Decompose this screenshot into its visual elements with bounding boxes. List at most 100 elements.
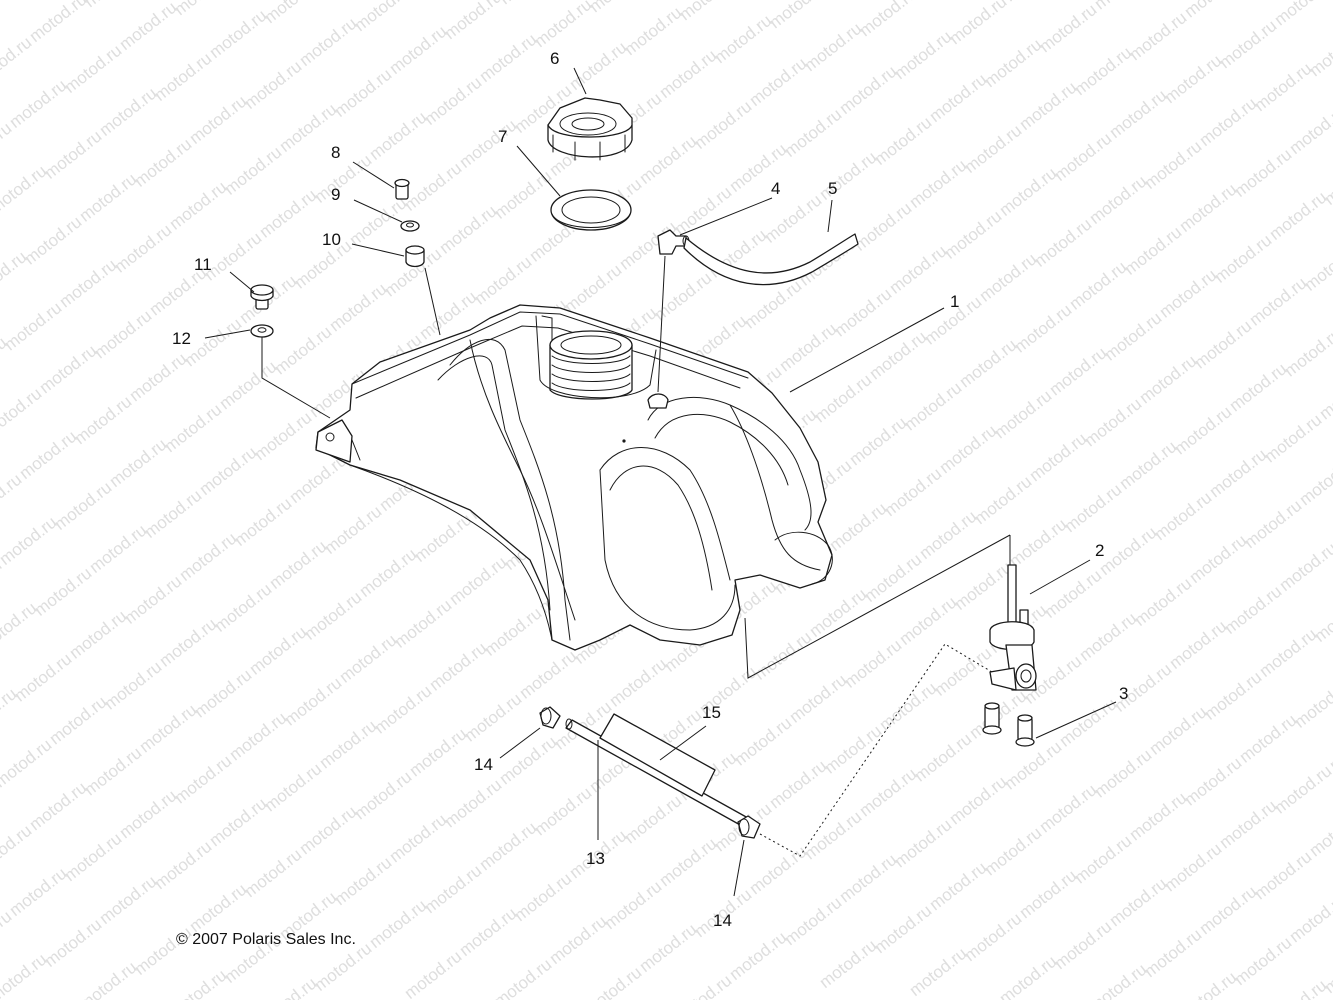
washer-12 <box>250 324 274 338</box>
watermark-text: motod.ru <box>1316 367 1333 423</box>
watermark-text: motod.ru <box>811 370 876 426</box>
watermark-text: motod.ru <box>61 829 126 885</box>
screw-3b <box>1015 714 1035 747</box>
watermark-text: motod.ru <box>261 759 326 815</box>
callout-2: 2 <box>1095 541 1104 560</box>
watermark-text: motod.ru <box>1141 137 1206 193</box>
watermark-text: motod.ru <box>131 134 196 190</box>
watermark-text: motod.ru <box>421 861 486 917</box>
watermark-text: motod.ru <box>976 249 1041 305</box>
watermark-text: motod.ru <box>1081 394 1146 450</box>
watermark-text: motod.ru <box>1096 523 1161 579</box>
watermark-text: motod.ru <box>166 966 231 1000</box>
watermark-text: motod.ru <box>81 0 146 11</box>
clamp-14a <box>539 706 561 729</box>
watermark-text: motod.ru <box>636 920 701 976</box>
watermark-text: motod.ru <box>1171 402 1236 458</box>
watermark-text: motod.ru <box>1221 582 1286 638</box>
watermark-text: motod.ru <box>476 818 541 874</box>
watermark-text: motod.ru <box>1216 796 1281 852</box>
watermark-text: motod.ru <box>1286 102 1333 158</box>
watermark-text: motod.ru <box>36 341 101 397</box>
watermark-text: motod.ru <box>211 579 276 635</box>
watermark-text: motod.ru <box>1066 257 1131 313</box>
watermark-text: motod.ru <box>1241 496 1306 552</box>
grommet-10 <box>405 245 425 268</box>
watermark-text: motod.ru <box>1071 43 1136 99</box>
watermark-text: motod.ru <box>76 958 141 1000</box>
watermark-text: motod.ru <box>1271 0 1333 29</box>
watermark-text: motod.ru <box>826 499 891 555</box>
watermark-text: motod.ru <box>1016 78 1081 134</box>
callout-7: 7 <box>498 127 507 146</box>
watermark-text: motod.ru <box>956 335 1021 391</box>
callout-3: 3 <box>1119 684 1128 703</box>
watermark-text: motod.ru <box>841 635 906 691</box>
watermark-text: motod.ru <box>136 700 201 756</box>
watermark-text: motod.ru <box>781 105 846 161</box>
watermark-text: motod.ru <box>746 842 811 898</box>
watermark-text: motod.ru <box>16 427 81 483</box>
watermark-text: motod.ru <box>336 630 401 686</box>
callout-13: 13 <box>586 849 605 868</box>
watermark-text: motod.ru <box>96 84 161 140</box>
watermark-text: motod.ru <box>971 472 1036 528</box>
watermark-text: motod.ru <box>171 751 236 807</box>
watermark-text: motod.ru <box>476 30 541 86</box>
watermark-text: motod.ru <box>546 912 611 968</box>
watermark-text: motod.ru <box>461 689 526 745</box>
callout-15: 15 <box>702 703 721 722</box>
watermark-text: motod.ru <box>1121 222 1186 278</box>
watermark-text: motod.ru <box>81 743 146 799</box>
watermark-text: motod.ru <box>751 627 816 683</box>
watermark-text: motod.ru <box>1006 515 1071 571</box>
watermark-text: motod.ru <box>296 802 361 858</box>
bolt-8 <box>394 178 410 200</box>
watermark-text: motod.ru <box>366 108 431 164</box>
watermark-text: motod.ru <box>156 614 221 670</box>
watermark-text: motod.ru <box>871 901 936 957</box>
watermark-text: motod.ru <box>906 944 971 1000</box>
watermark-text: motod.ru <box>821 721 886 777</box>
watermark-text: motod.ru <box>171 0 236 19</box>
watermark-text: motod.ru <box>1176 180 1241 236</box>
watermark-text: motod.ru <box>126 349 191 405</box>
watermark-text: motod.ru <box>256 974 321 1000</box>
watermark-text: motod.ru <box>116 786 181 842</box>
watermark-text: motod.ru <box>851 198 916 254</box>
watermark-text: motod.ru <box>41 915 106 971</box>
watermark-text: motod.ru <box>1246 273 1311 329</box>
watermark-text: motod.ru <box>846 413 911 469</box>
watermark-text: motod.ru <box>446 553 511 609</box>
watermark-text: motod.ru <box>21 212 86 268</box>
watermark-text: motod.ru <box>221 142 286 198</box>
watermark-text: motod.ru <box>871 113 936 169</box>
watermark-text: motod.ru <box>1176 968 1241 1000</box>
watermark-text: motod.ru <box>1091 745 1156 801</box>
watermark-text: motod.ru <box>426 638 491 694</box>
callout-4: 4 <box>771 179 780 198</box>
watermark-text: motod.ru <box>41 126 106 182</box>
watermark-text: motod.ru <box>1231 145 1296 201</box>
watermark-text: motod.ru <box>1251 847 1316 903</box>
watermark-text: motod.ru <box>241 57 306 113</box>
watermark-text: motod.ru <box>676 0 741 24</box>
callout-6: 6 <box>550 49 559 68</box>
watermark-text: motod.ru <box>1046 343 1111 399</box>
watermark-text: motod.ru <box>581 963 646 1000</box>
watermark-text: motod.ru <box>816 148 881 204</box>
watermark-text: motod.ru <box>936 421 1001 477</box>
watermark-text: motod.ru <box>331 853 396 909</box>
callouts: 1 2 3 4 5 6 7 8 9 10 11 12 13 14 14 15 <box>172 49 1128 930</box>
watermark-text: motod.ru <box>836 62 901 118</box>
watermark-text: motod.ru <box>726 928 791 984</box>
watermark-text: motod.ru <box>1216 16 1281 72</box>
watermark-text: motod.ru <box>1251 59 1316 115</box>
watermark-text: motod.ru <box>401 947 466 1000</box>
watermark-text: motod.ru <box>1201 667 1266 723</box>
watermark-text: motod.ru <box>1001 0 1066 5</box>
watermark-text: motod.ru <box>1101 308 1166 364</box>
watermark-text: motod.ru <box>86 521 151 577</box>
watermark-text: motod.ru <box>831 284 896 340</box>
watermark-text: motod.ru <box>186 880 251 936</box>
